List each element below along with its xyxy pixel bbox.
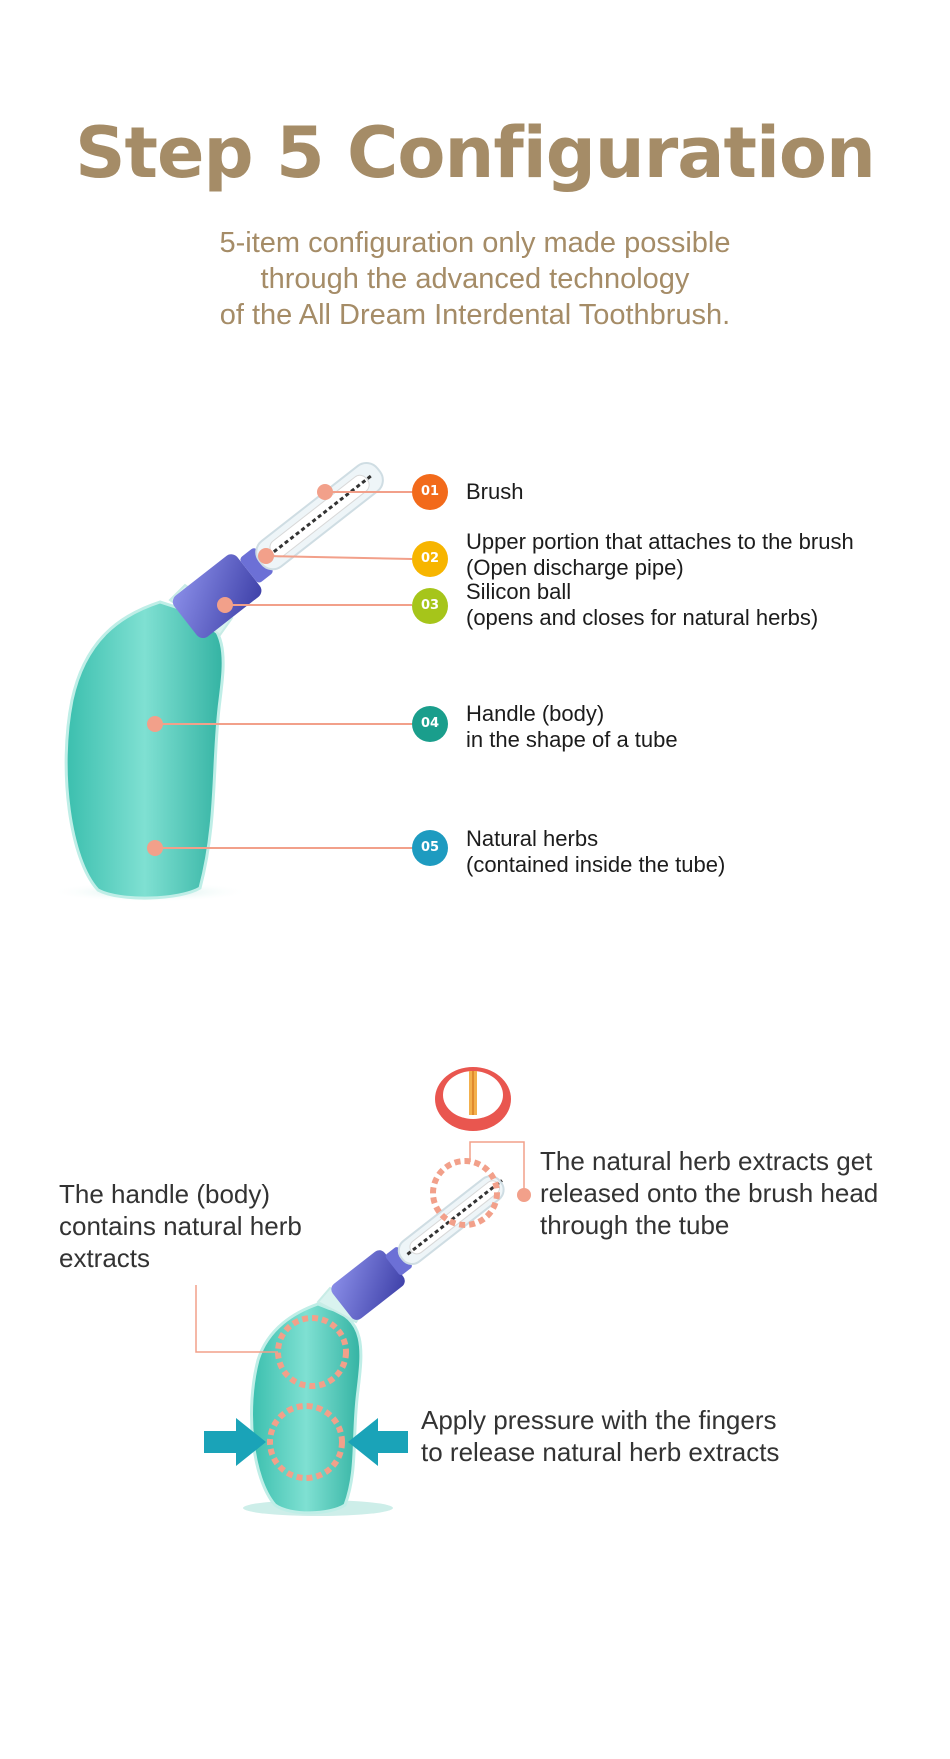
part-label-natural-herbs: Natural herbs (contained inside the tube… [466, 826, 726, 877]
press-arrow-left-icon [204, 1418, 266, 1466]
cap-part [172, 554, 262, 639]
subtitle-line: of the All Dream Interdental Toothbrush. [219, 299, 731, 331]
subtitle-line: through the advanced technology [260, 263, 690, 295]
handle-note: The handle (body) contains natural herb … [59, 1179, 302, 1273]
part-badge-03: 03 [412, 588, 448, 624]
part-label-upper-portion: Upper portion that attaches to the brush… [466, 529, 854, 580]
part-badge-04: 04 [412, 706, 448, 742]
part-label-silicon-ball: Silicon ball (opens and closes for natur… [466, 579, 819, 630]
pressure-note: Apply pressure with the fingers to relea… [421, 1405, 780, 1467]
usage-cap-part [331, 1250, 405, 1320]
page-title: Step 5 Configuration [75, 112, 876, 194]
page-subtitle: 5-item configuration only made possible … [0, 225, 950, 333]
usage-handle-body [250, 1302, 363, 1515]
leader-dots [147, 484, 333, 856]
part-badge-01: 01 [412, 474, 448, 510]
press-arrow-right-icon [348, 1418, 408, 1466]
tooth-icon [435, 1067, 511, 1131]
part-badge-02: 02 [412, 541, 448, 577]
part-label-brush: Brush [466, 479, 524, 504]
connector-lines [195, 1141, 525, 1353]
part-label-handle: Handle (body) in the shape of a tube [466, 701, 678, 752]
part-badge-05: 05 [412, 830, 448, 866]
subtitle-line: 5-item configuration only made possible [219, 227, 731, 259]
handle-body [64, 600, 225, 900]
release-note: The natural herb extracts get released o… [540, 1146, 879, 1240]
leader-lines [155, 491, 413, 849]
highlight-circles [267, 1158, 500, 1481]
